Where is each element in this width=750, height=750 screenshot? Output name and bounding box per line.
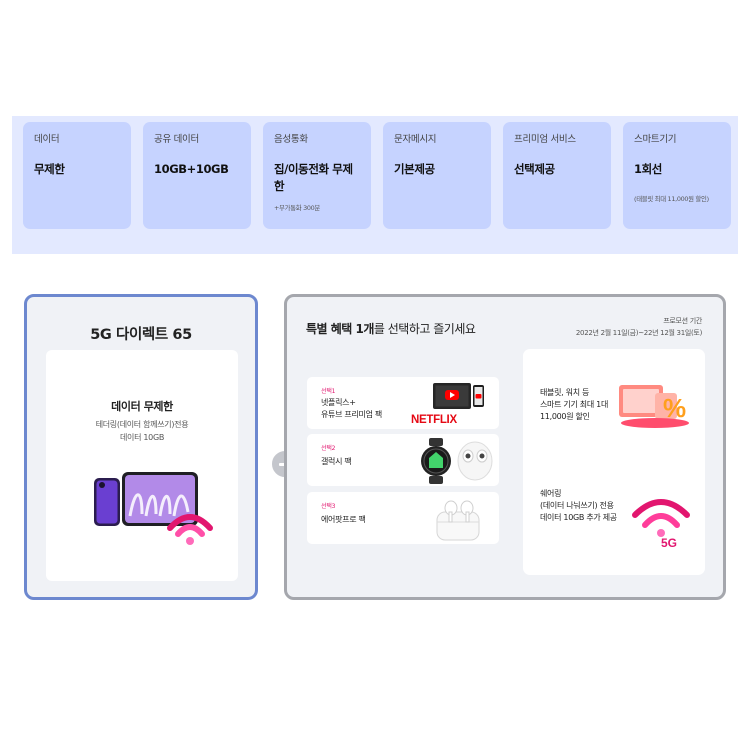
plan-headline: 데이터 무제한 — [111, 400, 173, 413]
feature-value: 1회선 — [634, 162, 662, 176]
option-galaxy-pack[interactable]: 선택2 갤럭시 팩 — [307, 434, 499, 486]
airpods-pro-illustration — [436, 500, 480, 541]
feature-value: 기본제공 — [394, 162, 435, 176]
plan-feature-strip: 데이터 무제한 공유 데이터 10GB+10GB 음성통화 집/이동전화 무제한… — [12, 116, 738, 254]
feature-card-smart-device: 스마트기기 1회선 (태블릿 최대 11,000원 할인) — [623, 122, 731, 229]
sharing-line1: 쉐어링 — [540, 489, 562, 498]
tablet-discount-illustration: % — [619, 385, 689, 428]
plan-desc-line1: 테더링(데이터 함께쓰기)전용 — [95, 420, 189, 429]
feature-label: 스마트기기 — [634, 134, 677, 145]
option-netflix-youtube[interactable]: 선택1 넷플릭스+ 유튜브 프리미엄 팩 NETFLIX — [307, 377, 499, 429]
wifi-5g-icon: 5G — [632, 499, 690, 549]
extra-benefits-box: 태블릿, 워치 등 스마트 기기 최대 1대 11,000원 할인 % 쉐어링 … — [523, 349, 705, 575]
sharing-data-text: 쉐어링 (데이터 나눠쓰기) 전용 데이터 10GB 추가 제공 — [540, 488, 617, 524]
feature-label: 공유 데이터 — [154, 134, 199, 145]
netflix-logo: NETFLIX — [411, 414, 457, 426]
promo-period-date: 2022년 2월 11일(금)~22년 12월 31일(토) — [575, 329, 702, 337]
option-tag: 선택3 — [321, 503, 336, 510]
plan-name: 5G 다이렉트 65 — [90, 327, 192, 343]
option-tag: 선택1 — [321, 388, 336, 395]
galaxy-watch-buds-illustration — [421, 438, 493, 484]
feature-label: 음성통화 — [274, 134, 308, 145]
option-title: 갤럭시 팩 — [321, 457, 352, 466]
tablet-discount-line2: 스마트 기기 최대 1대 — [540, 400, 608, 409]
sharing-line3: 데이터 10GB 추가 제공 — [540, 513, 617, 522]
feature-note: +부가통화 300분 — [274, 204, 320, 212]
feature-card-premium: 프리미엄 서비스 선택제공 — [503, 122, 611, 229]
promo-period-label: 프로모션 기간 — [663, 317, 702, 325]
special-benefit-panel: 특별 혜택 1개를 선택하고 즐기세요 프로모션 기간 2022년 2월 11일… — [284, 294, 726, 600]
option-tag: 선택2 — [321, 445, 336, 452]
feature-value: 10GB+10GB — [154, 162, 229, 176]
5g-badge: 5G — [661, 536, 677, 549]
sharing-line2: (데이터 나눠쓰기) 전용 — [540, 501, 614, 510]
benefit-title: 특별 혜택 1개를 선택하고 즐기세요 — [306, 320, 476, 337]
feature-note: (태블릿 최대 11,000원 할인) — [634, 195, 709, 203]
feature-label: 문자메시지 — [394, 134, 437, 145]
plan-card[interactable]: 5G 다이렉트 65 데이터 무제한 테더링(데이터 함께쓰기)전용 데이터 1… — [24, 294, 258, 600]
option-airpods-pack[interactable]: 선택3 에어팟프로 팩 — [307, 492, 499, 544]
plan-detail-box: 데이터 무제한 테더링(데이터 함께쓰기)전용 데이터 10GB — [46, 350, 238, 581]
plan-desc-line2: 데이터 10GB — [119, 433, 165, 442]
benefit-title-rest: 를 선택하고 즐기세요 — [373, 322, 476, 336]
option-title: 넷플릭스+ — [321, 398, 356, 407]
tablet-discount-text: 태블릿, 워치 등 스마트 기기 최대 1대 11,000원 할인 — [540, 387, 608, 423]
feature-value: 선택제공 — [514, 162, 555, 176]
feature-card-data: 데이터 무제한 — [23, 122, 131, 229]
option-title: 에어팟프로 팩 — [321, 515, 366, 524]
feature-card-shared-data: 공유 데이터 10GB+10GB — [143, 122, 251, 229]
feature-value: 무제한 — [34, 162, 65, 176]
svg-text:%: % — [663, 393, 686, 423]
feature-label: 프리미엄 서비스 — [514, 134, 576, 145]
tablet-discount-line1: 태블릿, 워치 등 — [540, 388, 590, 397]
netflix-youtube-illustration: NETFLIX — [411, 383, 484, 426]
tablet-discount-line3: 11,000원 할인 — [540, 412, 590, 421]
benefit-title-bold: 특별 혜택 1개 — [306, 322, 374, 336]
phone-tablet-wifi-illustration — [94, 472, 213, 545]
feature-value: 집/이동전화 무제한 — [274, 162, 353, 193]
feature-card-voice: 음성통화 집/이동전화 무제한 +부가통화 300분 — [263, 122, 371, 229]
feature-label: 데이터 — [34, 134, 60, 145]
option-subtitle: 유튜브 프리미엄 팩 — [321, 410, 382, 419]
feature-card-sms: 문자메시지 기본제공 — [383, 122, 491, 229]
